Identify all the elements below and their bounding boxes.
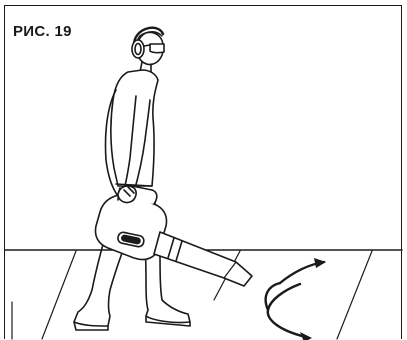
person-figure xyxy=(74,28,190,330)
sweep-motion-arrow-icon xyxy=(266,258,326,340)
leaf-blower xyxy=(96,186,253,286)
